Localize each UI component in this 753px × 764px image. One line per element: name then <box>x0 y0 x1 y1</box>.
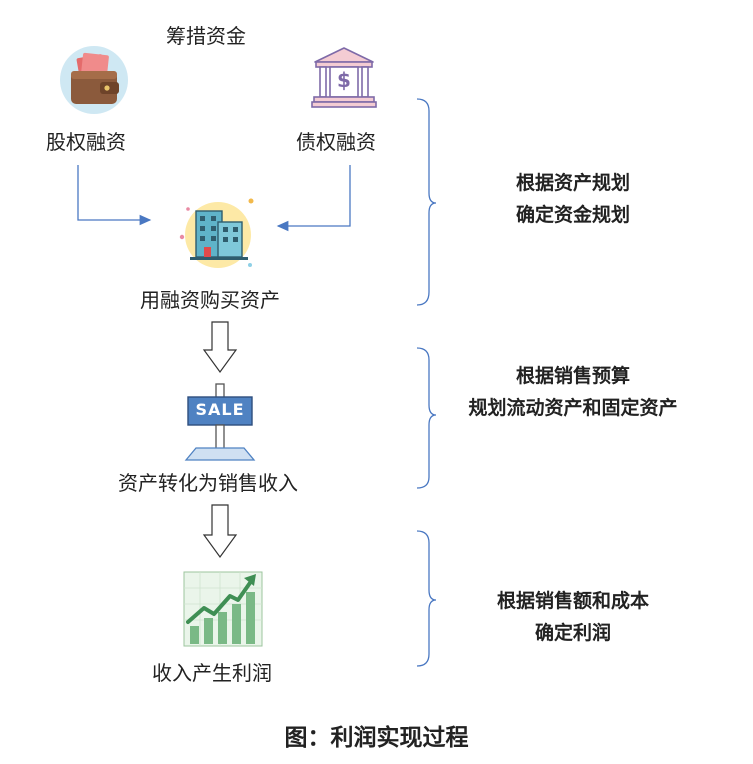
left-connector-arrow <box>77 165 152 226</box>
note-profit-line-1: 根据销售额和成本 <box>496 590 649 612</box>
note-profit-line-2: 确定利润 <box>534 622 611 644</box>
bank-dollar-sign: $ <box>337 68 351 92</box>
building-icon <box>179 198 254 268</box>
figure-caption: 图：利润实现过程 <box>284 724 469 751</box>
debt-financing-label: 债权融资 <box>296 130 376 154</box>
sale-sign-text: SALE <box>195 400 245 419</box>
note-sales-budget-line-1: 根据销售预算 <box>515 365 630 387</box>
growth-chart-icon <box>183 571 263 647</box>
note-asset-planning: 根据资产规划 确定资金规划 <box>458 167 688 231</box>
wallet-icon <box>60 46 128 114</box>
top-label: 筹措资金 <box>166 24 246 48</box>
note-asset-planning-line-1: 根据资产规划 <box>515 172 630 194</box>
step-buy-assets-label: 用融资购买资产 <box>140 288 280 312</box>
note-sales-budget-line-2: 规划流动资产和固定资产 <box>468 397 678 419</box>
note-profit: 根据销售额和成本 确定利润 <box>458 585 688 649</box>
bracket-3 <box>416 530 437 667</box>
right-connector-arrow <box>276 165 351 232</box>
down-arrow-1 <box>202 321 238 374</box>
bank-icon <box>311 47 377 108</box>
step-profit-label: 收入产生利润 <box>152 661 272 685</box>
down-arrow-2 <box>202 504 238 559</box>
bracket-1 <box>416 98 437 306</box>
note-asset-planning-line-2: 确定资金规划 <box>515 204 630 226</box>
bracket-2 <box>416 347 437 489</box>
note-sales-budget: 根据销售预算 规划流动资产和固定资产 <box>448 360 698 424</box>
equity-financing-label: 股权融资 <box>46 130 126 154</box>
sale-sign-icon <box>184 383 256 461</box>
step-sales-revenue-label: 资产转化为销售收入 <box>118 471 298 495</box>
